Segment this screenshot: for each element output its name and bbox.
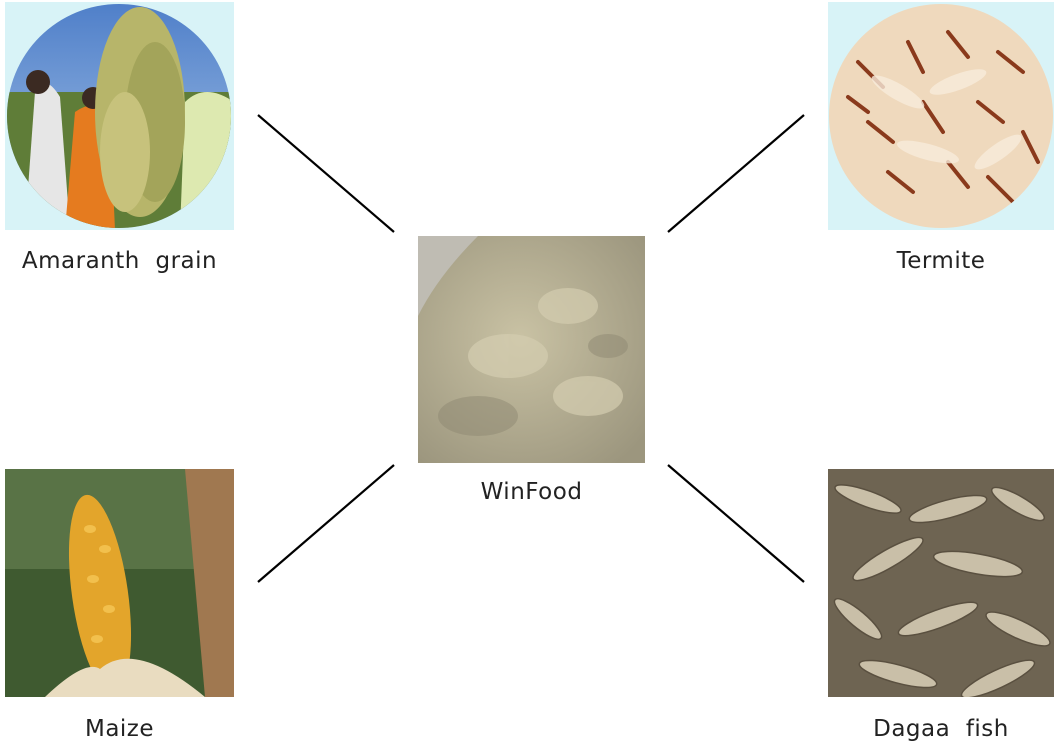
connector-amaranth (258, 115, 394, 232)
connector-dagaa (668, 465, 804, 582)
connector-termite (668, 115, 804, 232)
maize-label: Maize (5, 716, 234, 742)
dagaa-fish-label: Dagaa fish (828, 716, 1054, 742)
dagaa-fish-image (828, 469, 1054, 697)
amaranth-grain-image (5, 2, 234, 230)
winfood-flour-image (418, 236, 645, 463)
winfood-label: WinFood (418, 479, 645, 505)
termite-image (828, 2, 1054, 230)
maize-image (5, 469, 234, 697)
termite-label: Termite (828, 248, 1054, 274)
amaranth-grain-label: Amaranth grain (5, 248, 234, 274)
connector-maize (258, 465, 394, 582)
